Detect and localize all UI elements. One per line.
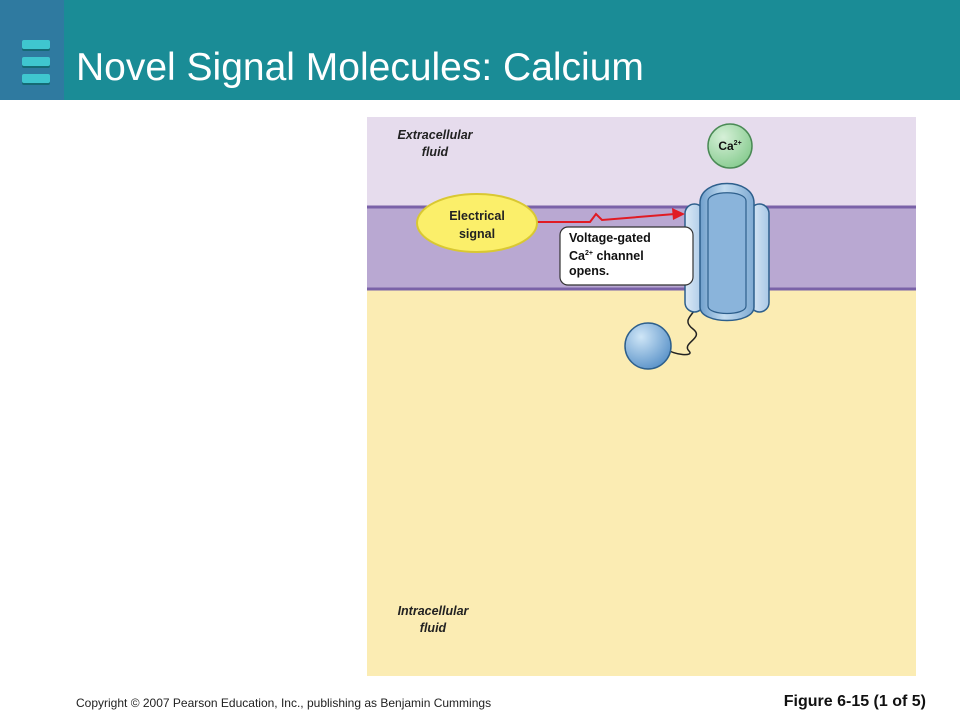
signal-label-line-2: signal <box>458 227 496 241</box>
intracellular-label-line-2: fluid <box>419 621 447 635</box>
ion-charge: 2+ <box>733 140 742 147</box>
copyright-text: Copyright © 2007 Pearson Education, Inc.… <box>76 696 492 710</box>
logo-icon <box>0 0 64 100</box>
diagram-graphics <box>367 117 916 676</box>
callout-line-2: Ca2+ channel <box>569 246 687 264</box>
callout-channel-word: channel <box>592 249 644 264</box>
electrical-signal-label: Electrical signal <box>422 207 532 243</box>
calcium-channel-diagram: Extracellular fluid Ca2+ Electrical sign… <box>367 117 916 676</box>
channel-pore <box>707 192 747 315</box>
ion-symbol: Ca <box>718 139 734 153</box>
calcium-ion-label: Ca2+ <box>707 139 753 153</box>
intracellular-label-line-1: Intracellular <box>397 604 469 618</box>
logo-bar-bottom <box>22 74 50 83</box>
callout-line-1: Voltage-gated <box>569 231 651 245</box>
electrical-signal-arrow <box>531 212 676 223</box>
page-title: Novel Signal Molecules: Calcium <box>76 46 644 89</box>
extracellular-label-line-1: Extracellular <box>397 128 473 142</box>
calcium-ion-icon <box>707 123 753 169</box>
extracellular-region <box>367 117 916 207</box>
electrical-signal-arrowhead <box>672 208 685 220</box>
callout-ion-charge: 2+ <box>584 250 593 257</box>
extracellular-label-line-2: fluid <box>421 145 449 159</box>
callout-ion-symbol: Ca <box>569 249 585 264</box>
header-bar: Novel Signal Molecules: Calcium <box>0 0 960 100</box>
channel-callout-box <box>559 226 694 286</box>
electrical-signal-bubble <box>416 193 538 253</box>
signal-label-line-1: Electrical <box>449 209 505 223</box>
channel-tether <box>666 299 698 356</box>
channel-callout-text: Voltage-gated Ca2+ channel opens. <box>569 231 687 279</box>
intracellular-fluid-label: Intracellular fluid <box>381 603 485 637</box>
figure-number: Figure 6-15 (1 of 5) <box>783 693 926 710</box>
callout-line-3: opens. <box>569 264 610 279</box>
extracellular-fluid-label: Extracellular fluid <box>381 127 489 161</box>
channel-gate-ball-icon <box>624 322 672 370</box>
logo-bar-top <box>22 40 50 49</box>
logo-bar-middle <box>22 57 50 66</box>
